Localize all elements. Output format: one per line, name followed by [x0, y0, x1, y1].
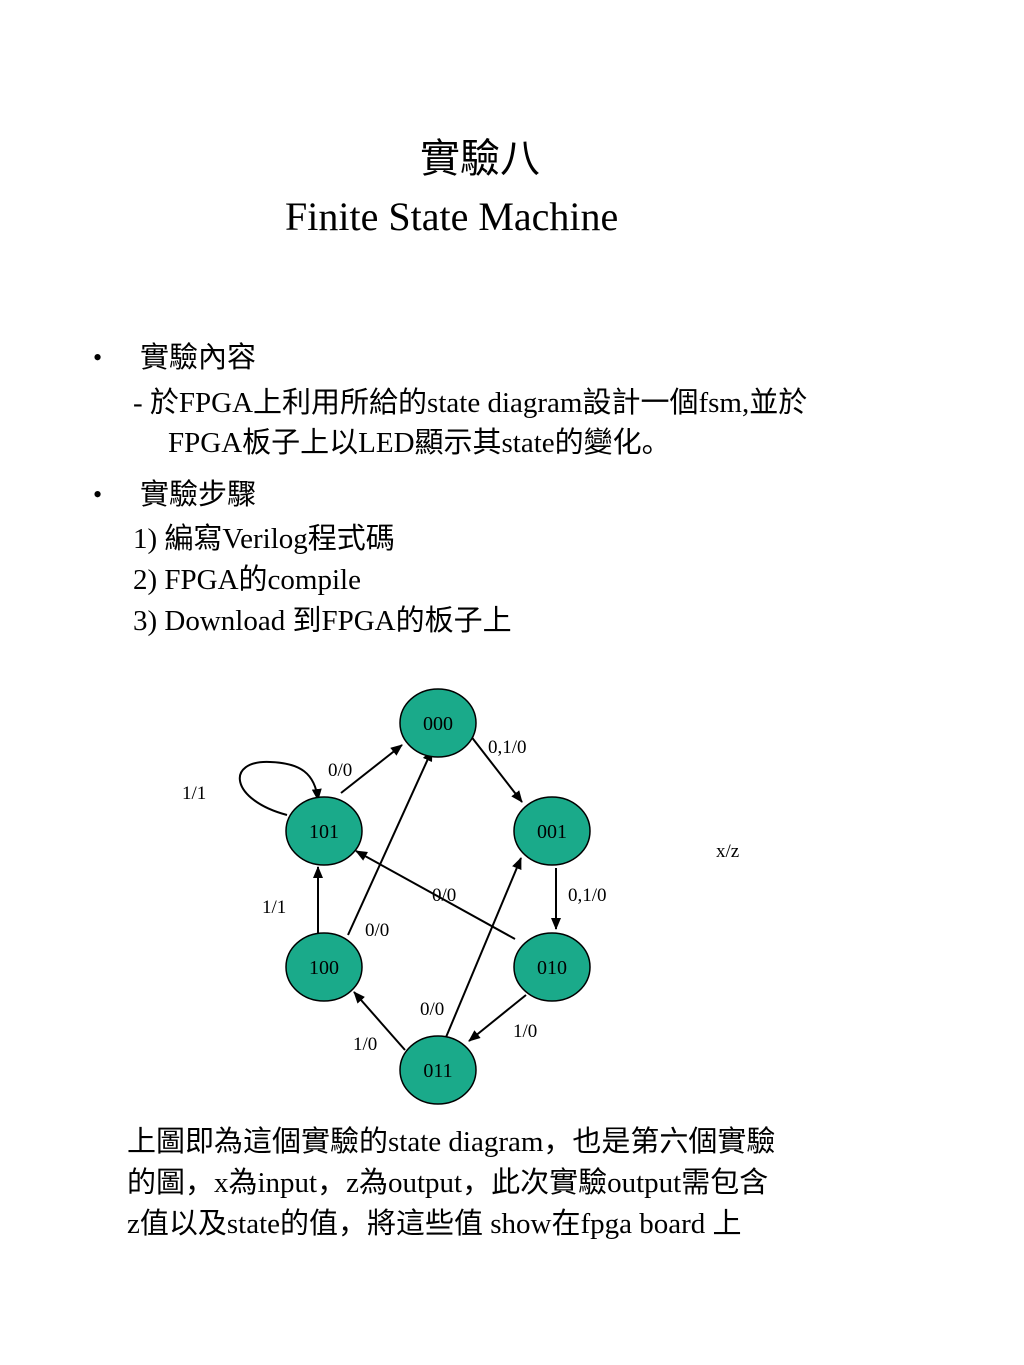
content-heading: 實驗內容	[140, 342, 257, 374]
page-subtitle: Finite State Machine	[285, 194, 619, 239]
step-item: 1) 編寫Verilog程式碼	[133, 523, 395, 555]
state-node-011: 011	[399, 1035, 477, 1105]
edge-label: 0,1/0	[568, 885, 607, 906]
edge-label: 0/0	[365, 920, 389, 941]
edge-011-001	[443, 857, 522, 1043]
content-line-1: - 於FPGA上利用所給的state diagram設計一個fsm,並於	[133, 387, 808, 419]
caption-line-2: 的圖，x為input，z為output，此次實驗output需包含	[127, 1167, 769, 1199]
steps-heading: 實驗步驟	[140, 479, 257, 511]
edge-label: 1/1	[262, 897, 286, 918]
state-node-010: 010	[513, 932, 591, 1002]
nodes: 000 001 101 100 010 011	[285, 688, 591, 1105]
edge-label: 0/0	[432, 885, 456, 906]
caption-line-3: z值以及state的值，將這些值 show在fpga board 上	[127, 1208, 742, 1240]
edge-011-100	[353, 991, 406, 1051]
state-label: 001	[537, 821, 567, 843]
state-label: 011	[423, 1060, 452, 1082]
caption-line-1: 上圖即為這個實驗的state diagram，也是第六個實驗	[127, 1126, 776, 1158]
legend-label: x/z	[716, 841, 739, 862]
edge-010-101	[355, 850, 516, 940]
state-diagram: 000 001 101 100 010 011 0,1/0 0,1/0 1/0 …	[182, 688, 739, 1105]
state-node-100: 100	[285, 932, 363, 1002]
state-node-101: 101	[285, 796, 363, 866]
edge-label: 1/0	[513, 1021, 537, 1042]
edge-000-001	[469, 734, 523, 803]
page-title: 實驗八	[420, 136, 540, 181]
edge-101-self	[238, 760, 322, 816]
edge-010-011	[468, 994, 527, 1042]
edge-label: 0/0	[420, 999, 444, 1020]
edge-label: 1/1	[182, 783, 206, 804]
edge-label: 0/0	[328, 760, 352, 781]
state-label: 101	[309, 821, 339, 843]
bullet-icon: •	[93, 480, 103, 509]
edge-label: 1/0	[353, 1034, 377, 1055]
state-label: 100	[309, 957, 339, 979]
content-line-2: FPGA板子上以LED顯示其state的變化。	[168, 427, 671, 459]
state-label: 010	[537, 957, 567, 979]
state-label: 000	[423, 713, 453, 735]
edge-labels: 0,1/0 0,1/0 1/0 0/0 0/0 1/0 1/1 0/0 0/0 …	[182, 737, 739, 1055]
step-item: 3) Download 到FPGA的板子上	[133, 605, 512, 637]
edge-label: 0,1/0	[488, 737, 527, 758]
edge-100-000	[347, 749, 433, 936]
state-node-001: 001	[513, 796, 591, 866]
edges	[238, 734, 561, 1051]
state-node-000: 000	[399, 688, 477, 758]
edge-101-000	[340, 744, 403, 794]
step-item: 2) FPGA的compile	[133, 564, 361, 596]
bullet-icon: •	[93, 343, 103, 372]
